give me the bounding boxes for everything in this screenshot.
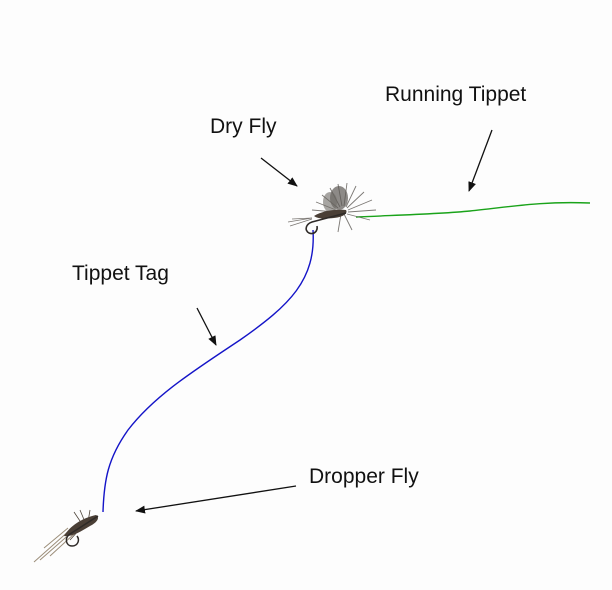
dry-fly-icon xyxy=(287,182,377,235)
dry-fly-arrow xyxy=(260,157,298,187)
tippet-tag-arrow xyxy=(196,307,217,346)
dropper-fly-icon xyxy=(33,509,99,563)
running-tippet-arrow xyxy=(468,129,493,192)
dry-fly-label: Dry Fly xyxy=(210,115,277,138)
running-tippet-line xyxy=(355,201,591,218)
tippet-tag-label: Tippet Tag xyxy=(72,262,169,285)
dropper-fly-label: Dropper Fly xyxy=(309,465,419,488)
running-tippet-label: Running Tippet xyxy=(385,83,527,106)
dropper-fly-arrow xyxy=(135,485,297,514)
tippet-tag-line xyxy=(102,229,314,513)
